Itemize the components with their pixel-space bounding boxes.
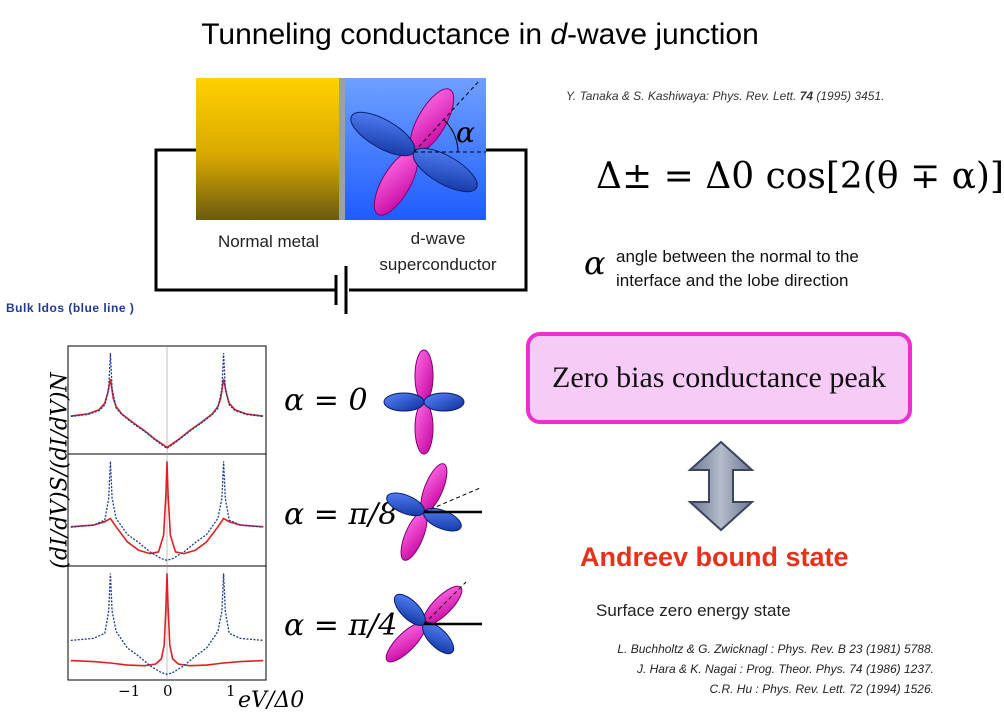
series-line-blue-panel-3	[70, 573, 264, 675]
andreev-bound-state-label: Andreev bound state	[580, 542, 849, 572]
alpha-description: angle between the normal to the interfac…	[616, 245, 859, 293]
title-prefix: Tunneling conductance in	[201, 18, 551, 51]
dwave-label-line1: d-wave	[410, 229, 466, 248]
alpha-symbol-diagram: α	[456, 116, 475, 149]
alpha-angle-arc	[443, 119, 459, 153]
reference: L. Buchholtz & G. Zwicknagl : Phys. Rev.…	[617, 642, 934, 656]
lobes-alpha-pi4	[385, 585, 463, 663]
double-arrow	[687, 440, 755, 532]
zbcp-box: Zero bias conductance peak	[526, 332, 912, 424]
dwave-label: d-wave superconductor	[350, 226, 526, 278]
alpha-symbol-legend: α	[584, 244, 606, 282]
series-line-blue-panel-2	[70, 461, 264, 561]
dwave-label-line2: superconductor	[379, 255, 497, 274]
bulk-ldos-note: Bulk ldos (blue line )	[6, 301, 135, 315]
reference-top-volume: 74	[799, 89, 814, 103]
title-suffix: -wave junction	[567, 18, 759, 51]
normal-metal-block	[196, 78, 339, 220]
alpha-label-pi4: α = π/4	[284, 608, 398, 643]
x-axis-label: eV/Δ0	[238, 688, 305, 713]
normal-metal-label: Normal metal	[217, 232, 320, 251]
lobe-axis-dashed	[423, 487, 481, 513]
circuit-wire	[154, 148, 336, 292]
alpha-description-line2: interface and the lobe direction	[616, 271, 849, 290]
alpha-label-0: α = 0	[284, 383, 368, 418]
lobe-axis-dashed	[413, 79, 481, 153]
reference-top-a: Y. Tanaka & S. Kashiwaya: Phys. Rev. Let…	[566, 89, 800, 103]
x-tick-label: 1	[226, 682, 236, 700]
lobe-blue	[383, 392, 425, 412]
lobe-magenta	[414, 349, 434, 403]
x-tick-label: 0	[163, 682, 173, 700]
reference-top: Y. Tanaka & S. Kashiwaya: Phys. Rev. Let…	[566, 89, 884, 103]
series-line-red-panel-1	[70, 378, 264, 449]
conductance-chart	[67, 345, 267, 681]
double-arrow-shape	[687, 440, 755, 532]
title-d: d	[550, 18, 568, 51]
series-line-red-panel-3	[70, 573, 264, 667]
series-line-red-panel-2	[70, 461, 264, 555]
lobe-magenta	[414, 401, 434, 455]
reference: J. Hara & K. Nagai : Prog. Theor. Phys. …	[636, 662, 934, 676]
series-line-blue-panel-1	[70, 353, 264, 450]
y-axis-label: (dI/dV)S/(dI/dV)N	[47, 372, 73, 569]
x-tick-label: −1	[118, 682, 141, 700]
interface-barrier	[339, 78, 345, 220]
junction-diagram: α	[154, 78, 528, 314]
references: L. Buchholtz & G. Zwicknagl : Phys. Rev.…	[540, 639, 934, 699]
reference: C.R. Hu : Phys. Rev. Lett. 72 (1994) 152…	[709, 682, 934, 696]
gap-formula-right: = Δ0 cos[2(θ ∓ α)]	[663, 156, 1004, 197]
lobe-axis-dashed	[423, 581, 467, 625]
lobe-blue	[423, 392, 465, 412]
lobes-alpha-0	[383, 349, 465, 455]
gap-formula-left: Δ±	[596, 156, 653, 197]
alpha-label-pi8: α = π/8	[284, 497, 398, 532]
reference-top-b: (1995) 3451.	[813, 89, 885, 103]
surface-state-label: Surface zero energy state	[596, 601, 791, 620]
alpha-description-line1: angle between the normal to the	[616, 247, 859, 266]
gap-formula: Δ± = Δ0 cos[2(θ ∓ α)]	[596, 156, 1004, 197]
zbcp-label: Zero bias conductance peak	[552, 361, 886, 394]
page-title: Tunneling conductance in d-wave junction	[0, 18, 960, 52]
circuit-wire	[349, 148, 528, 292]
orientation-icons	[383, 349, 482, 663]
